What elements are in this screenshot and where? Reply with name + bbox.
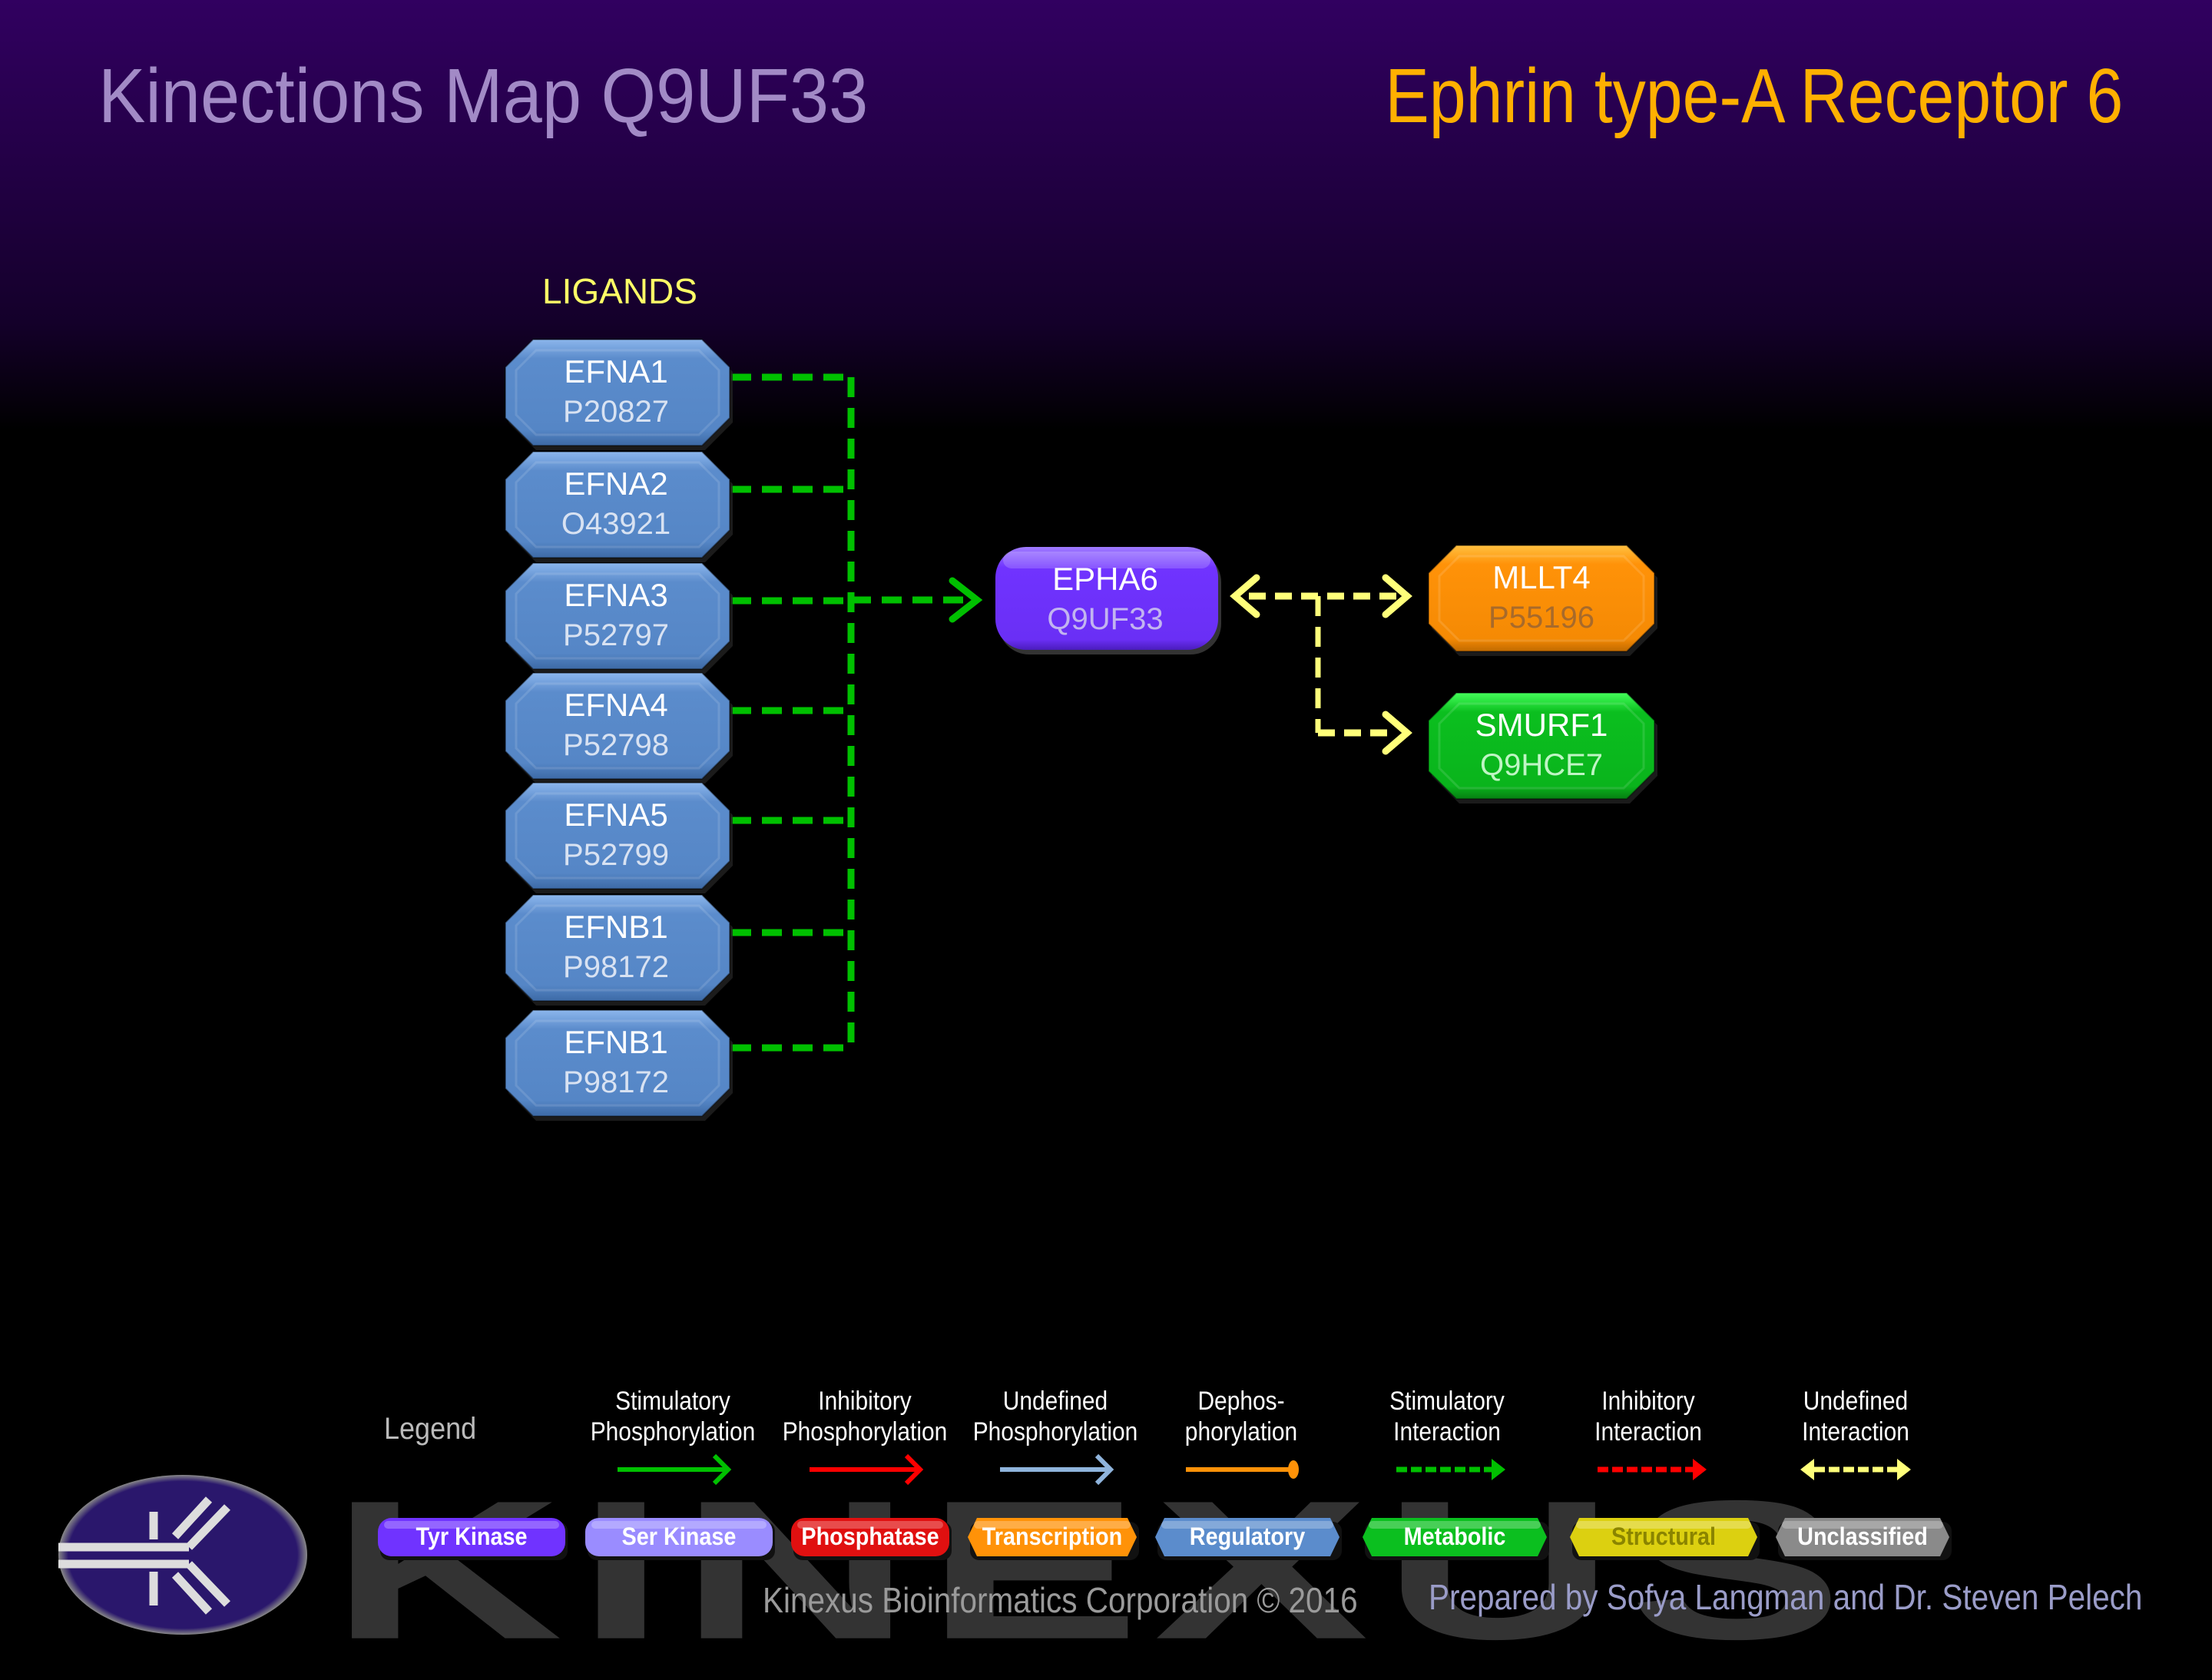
uniprot-id: O43921 <box>561 507 671 541</box>
header-background <box>0 0 2212 430</box>
protein-name: EFNB1 <box>564 909 668 945</box>
protein-title: Ephrin type-A Receptor 6 <box>1385 53 2123 139</box>
legend-chip-ser-kinase <box>585 1518 775 1560</box>
protein-name: EFNA5 <box>564 797 668 833</box>
legend-solid-arrow-icon <box>618 1453 732 1486</box>
protein-name: EFNB1 <box>564 1024 668 1060</box>
legend-chip-label: Unclassified <box>1797 1523 1928 1550</box>
ligands-label: LIGANDS <box>542 271 697 311</box>
legend-chip-transcription <box>968 1518 1139 1560</box>
arrowhead-icon <box>949 577 983 623</box>
ligand-node-efna1[interactable] <box>505 339 733 450</box>
copyright: Kinexus Bioinformatics Corporation © 201… <box>763 1580 1358 1620</box>
uniprot-id: P98172 <box>563 950 669 984</box>
uniprot-id: P52799 <box>563 838 669 872</box>
uniprot-id: Q9HCE7 <box>1479 748 1604 782</box>
protein-name: EPHA6 <box>1052 561 1158 597</box>
logo-circle <box>58 1475 307 1635</box>
uniprot-id: P98172 <box>563 1065 669 1099</box>
protein-name: EFNA3 <box>564 577 668 613</box>
uniprot-id: P55196 <box>1488 601 1594 635</box>
ligand-node-efnb1[interactable] <box>505 1009 733 1121</box>
uniprot-id: Q9UF33 <box>1047 602 1164 636</box>
ligand-node-efna2[interactable] <box>505 451 733 562</box>
legend-solid-arrow-icon <box>1000 1453 1114 1486</box>
uniprot-id: P20827 <box>563 395 669 429</box>
legend-dashed-arrow-icon <box>1396 1459 1505 1480</box>
legend-chip-label: Structural <box>1611 1523 1717 1550</box>
legend-chip-regulatory <box>1155 1518 1342 1560</box>
ligand-node-efna4[interactable] <box>505 672 733 784</box>
ligand-node-efna5[interactable] <box>505 782 733 893</box>
legend-chip-label: Regulatory <box>1189 1523 1306 1550</box>
legend-chip-label: Metabolic <box>1403 1523 1506 1550</box>
partner-node-mllt4[interactable] <box>1428 545 1657 656</box>
protein-name: EFNA2 <box>564 466 668 502</box>
arrowhead-icon <box>1230 574 1260 618</box>
arrowhead-icon <box>1382 711 1412 755</box>
prepared-by: Prepared by Sofya Langman and Dr. Steven… <box>1429 1577 2143 1617</box>
legend-chip-structural <box>1570 1518 1760 1560</box>
uniprot-id: P52798 <box>563 728 669 762</box>
center-node-epha6[interactable] <box>995 547 1221 654</box>
arrowhead-icon <box>1382 574 1412 618</box>
partner-node-smurf1[interactable] <box>1428 692 1657 804</box>
legend-chip-unclassified <box>1776 1518 1952 1560</box>
legend-chip-metabolic <box>1363 1518 1549 1560</box>
legend-chip-label: Ser Kinase <box>621 1523 737 1550</box>
legend-solid-arrow-icon <box>810 1453 924 1486</box>
legend-dashed-double-icon <box>1800 1459 1911 1480</box>
legend-arrow-label: Dephos-phorylation <box>1184 1387 1298 1446</box>
legend-chip-phosphatase <box>791 1518 952 1560</box>
legend-chip-tyr-kinase <box>378 1518 568 1560</box>
protein-name: EFNA1 <box>564 353 668 389</box>
ligand-node-efnb1[interactable] <box>505 894 733 1006</box>
kinexus-logo <box>58 1475 307 1635</box>
legend-chip-label: Tyr Kinase <box>416 1523 528 1550</box>
legend-dashed-arrow-icon <box>1598 1459 1707 1480</box>
protein-name: MLLT4 <box>1492 559 1591 595</box>
logo-k-icon <box>58 1496 230 1615</box>
protein-name: EFNA4 <box>564 687 668 723</box>
protein-name: SMURF1 <box>1475 707 1608 743</box>
legend-chip-label: Transcription <box>982 1523 1123 1550</box>
legend-solid-bar-icon <box>1186 1460 1299 1479</box>
map-title: Kinections Map Q9UF33 <box>98 53 869 139</box>
ligand-node-efna3[interactable] <box>505 562 733 674</box>
legend-chip-label: Phosphatase <box>801 1523 939 1550</box>
legend-title: Legend <box>384 1412 477 1446</box>
kinexus-watermark: KINEXUS <box>330 1459 1857 1680</box>
uniprot-id: P52797 <box>563 618 669 652</box>
